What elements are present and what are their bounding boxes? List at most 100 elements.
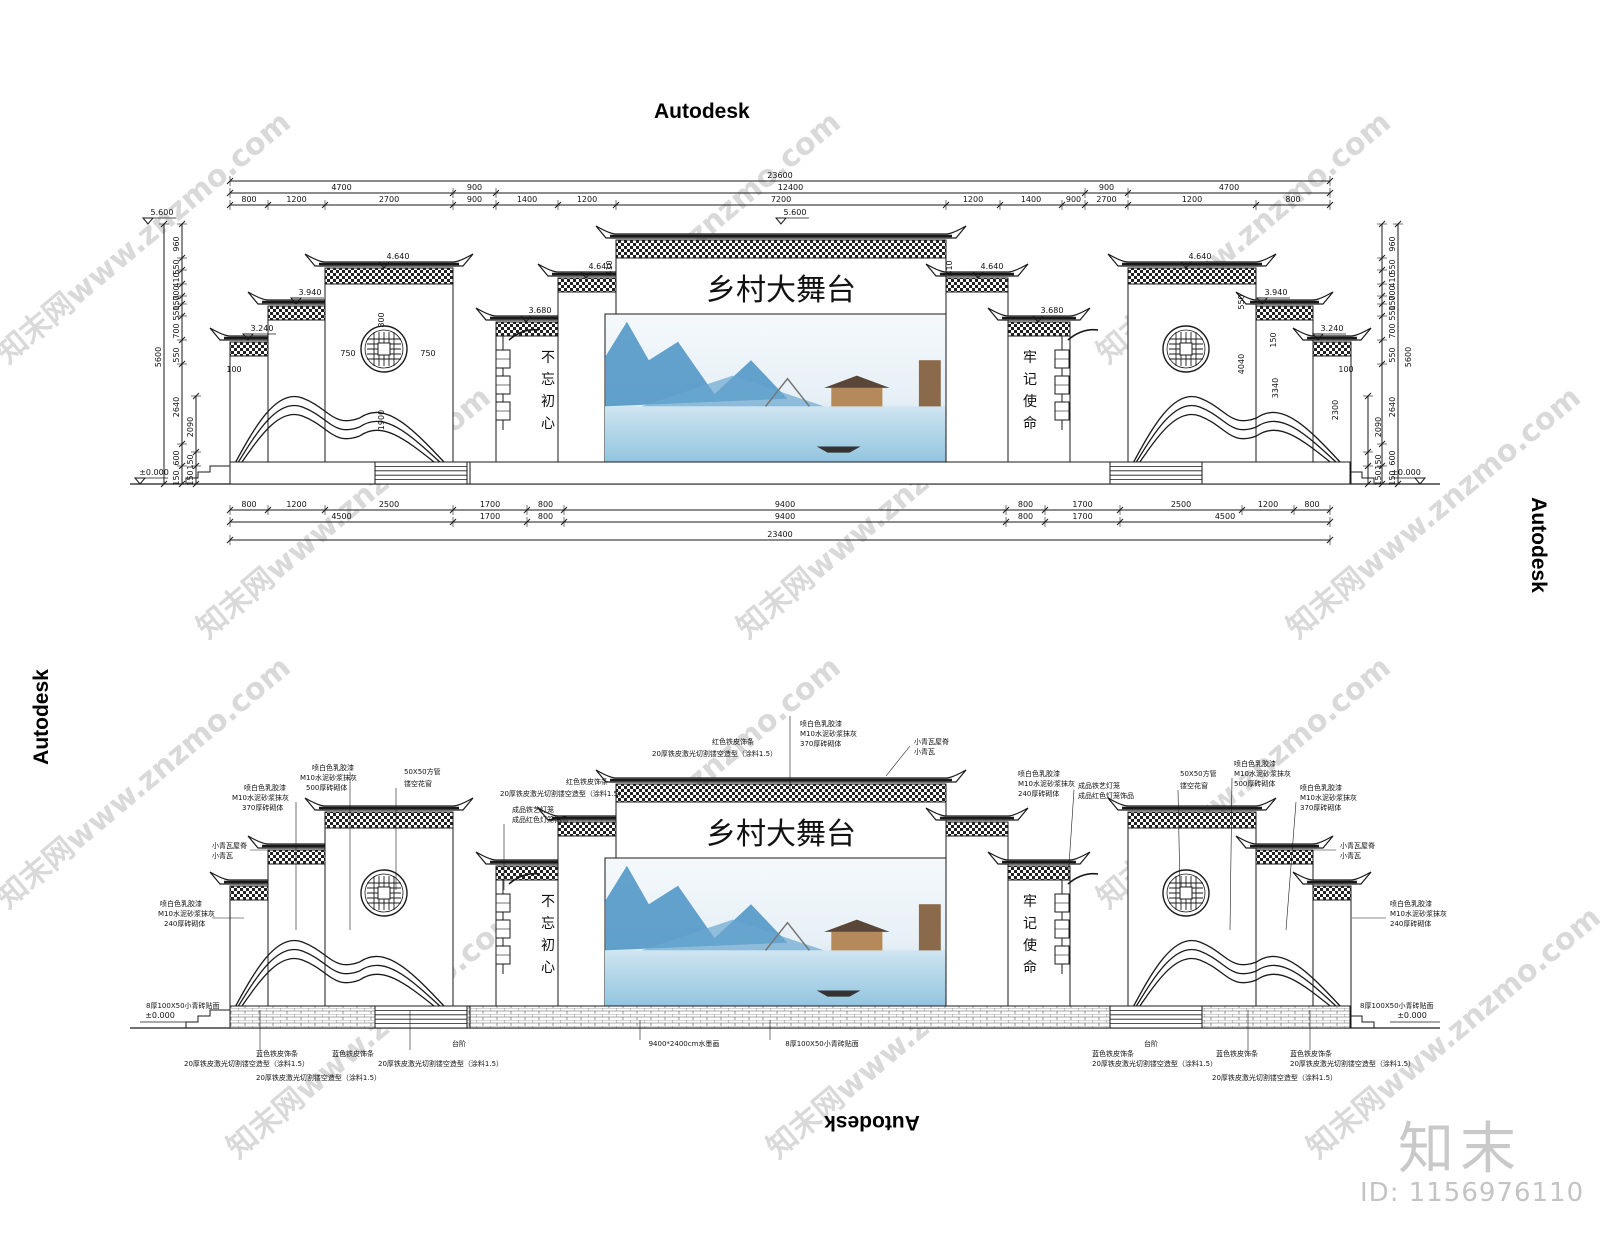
material-note: 20厚铁皮激光切割镂空造型（涂料1.5） — [256, 1073, 381, 1082]
stair-block — [1109, 461, 1203, 485]
gate-pier-wall — [945, 823, 1009, 1029]
roof-tile-band — [267, 305, 326, 321]
left-slogan-char: 心 — [541, 960, 555, 976]
stair-block — [374, 1005, 468, 1029]
roof-tile-band — [324, 267, 454, 285]
dimension-text: 3.940 — [299, 288, 322, 297]
material-note: M10水泥砂浆抹灰 — [300, 773, 357, 782]
wave-mountain-relief — [231, 948, 453, 1018]
dimension-text: 1700 — [1072, 512, 1092, 521]
note-leader — [1229, 777, 1233, 931]
wave-mountain-relief — [231, 413, 453, 477]
roof-tile-band — [615, 783, 947, 803]
side-steps — [1349, 466, 1375, 484]
dimension-text: 3.680 — [1041, 306, 1064, 315]
autodesk-stamp-right: Autodesk — [1527, 497, 1550, 593]
autodesk-stamp-top: Autodesk — [654, 100, 750, 123]
material-note: 台阶 — [1144, 1039, 1158, 1048]
dimension-text: 750 — [340, 349, 355, 358]
wave-mountain-relief — [231, 957, 453, 1021]
material-note: 20厚铁皮激光切割镂空造型（涂料1.5） — [652, 749, 777, 758]
dimension-text: 410 — [172, 272, 181, 287]
roof-tile-band — [324, 811, 454, 829]
lake-water — [605, 950, 970, 1012]
dimension-text: 800 — [241, 195, 256, 204]
dimension-text: 3.240 — [1321, 324, 1344, 333]
front-elevation: 乡村大舞台不忘初心牢记使命5.6004.6403.9403.2404.6403.… — [130, 208, 1440, 485]
ink-mountain — [641, 375, 824, 407]
dimension-text: 4040 — [1237, 354, 1246, 374]
material-note: M10水泥砂浆抹灰 — [158, 909, 215, 918]
dimension-text: 100 — [226, 365, 241, 374]
material-note: 20厚铁皮激光切割镂空造型（涂料1.5） — [378, 1059, 503, 1068]
dimension-text: 12400 — [778, 183, 803, 192]
right-slogan-char: 命 — [1023, 959, 1037, 976]
dimension-text: 9400 — [775, 512, 795, 521]
dimension-text: 750 — [420, 349, 435, 358]
left-slogan-char: 不 — [541, 894, 555, 910]
dimension-text: 2090 — [186, 417, 195, 437]
material-note: 小青瓦 — [914, 747, 935, 756]
dimension-text: 2700 — [379, 195, 399, 204]
dimension-text: 700 — [172, 323, 181, 338]
lantern-bracket — [1067, 872, 1099, 885]
roof-tile-band — [615, 239, 947, 259]
material-note: 镂空花窗 — [1180, 781, 1208, 790]
dimension-text: 4.640 — [981, 262, 1004, 271]
dimension-text: 2090 — [1374, 417, 1383, 437]
dimension-text: 150 — [1269, 332, 1278, 347]
temple-roof — [824, 919, 890, 932]
dimension-text: 3.240 — [251, 324, 274, 333]
left-slogan-char: 初 — [541, 937, 555, 954]
roof-tile-band — [495, 865, 559, 881]
material-note: 蓝色铁皮饰条 — [332, 1049, 374, 1058]
wave-mountain-relief — [1129, 413, 1349, 477]
bridge — [765, 377, 810, 407]
material-note: 370厚砖砌体 — [800, 739, 841, 748]
dimension-text: 410 — [605, 260, 614, 275]
lantern-bracket — [508, 328, 540, 341]
left-slogan-char: 不 — [541, 350, 555, 366]
material-note: 20厚铁皮激光切割镂空造型（涂料1.5） — [1290, 1059, 1415, 1068]
material-note: 50X50方管 — [1180, 769, 1217, 778]
dimension-text: 550 — [172, 305, 181, 320]
roof-tile-band — [557, 277, 617, 293]
left-slogan-char: 初 — [541, 393, 555, 410]
dimension-text: 700 — [1388, 285, 1397, 300]
dimension-text: 700 — [1388, 323, 1397, 338]
material-note: 8厚100X50小青砖贴面 — [1360, 1001, 1434, 1010]
material-note: 370厚砖砌体 — [1300, 803, 1341, 812]
material-note: 蓝色铁皮饰条 — [1216, 1049, 1258, 1058]
right-slogan-char: 使 — [1023, 393, 1037, 410]
dimension-text: 900 — [467, 195, 482, 204]
dimension-text: 2500 — [379, 500, 399, 509]
pagoda — [918, 904, 941, 951]
material-note: M10水泥砂浆抹灰 — [232, 793, 289, 802]
dimension-text: 550 — [172, 259, 181, 274]
material-note: 500厚砖砌体 — [1234, 779, 1275, 788]
dimension-text: 900 — [467, 183, 482, 192]
right-slogan-char: 牢 — [1023, 894, 1037, 910]
material-note: 喷白色乳胶漆 — [1234, 759, 1276, 768]
lattice-center — [377, 886, 391, 900]
wave-mountain-relief — [231, 939, 453, 1016]
dimension-text: 2640 — [1388, 397, 1397, 417]
wave-mountain-relief — [1129, 948, 1349, 1018]
right-slogan-char: 记 — [1023, 372, 1037, 388]
dimension-text: 2700 — [1096, 195, 1116, 204]
image-id: ID: 1156976110 — [1360, 1178, 1585, 1208]
fishing-boat — [816, 446, 861, 453]
dimension-text: 3.940 — [1265, 288, 1288, 297]
dimension-text: 1200 — [286, 500, 306, 509]
dimension-text: 800 — [1285, 195, 1300, 204]
dimension-text: 2300 — [1331, 400, 1340, 420]
wave-mountain-relief — [1129, 939, 1349, 1016]
material-note: 红色铁皮饰条 — [712, 737, 754, 746]
material-note: M10水泥砂浆抹灰 — [1018, 779, 1075, 788]
material-note: 20厚铁皮激光切割镂空造型（涂料1.5） — [500, 789, 625, 798]
lattice-center — [377, 342, 391, 356]
dimension-text: 550 — [172, 347, 181, 362]
roof-tile-band — [267, 849, 326, 865]
material-note: 50X50方管 — [404, 767, 441, 776]
